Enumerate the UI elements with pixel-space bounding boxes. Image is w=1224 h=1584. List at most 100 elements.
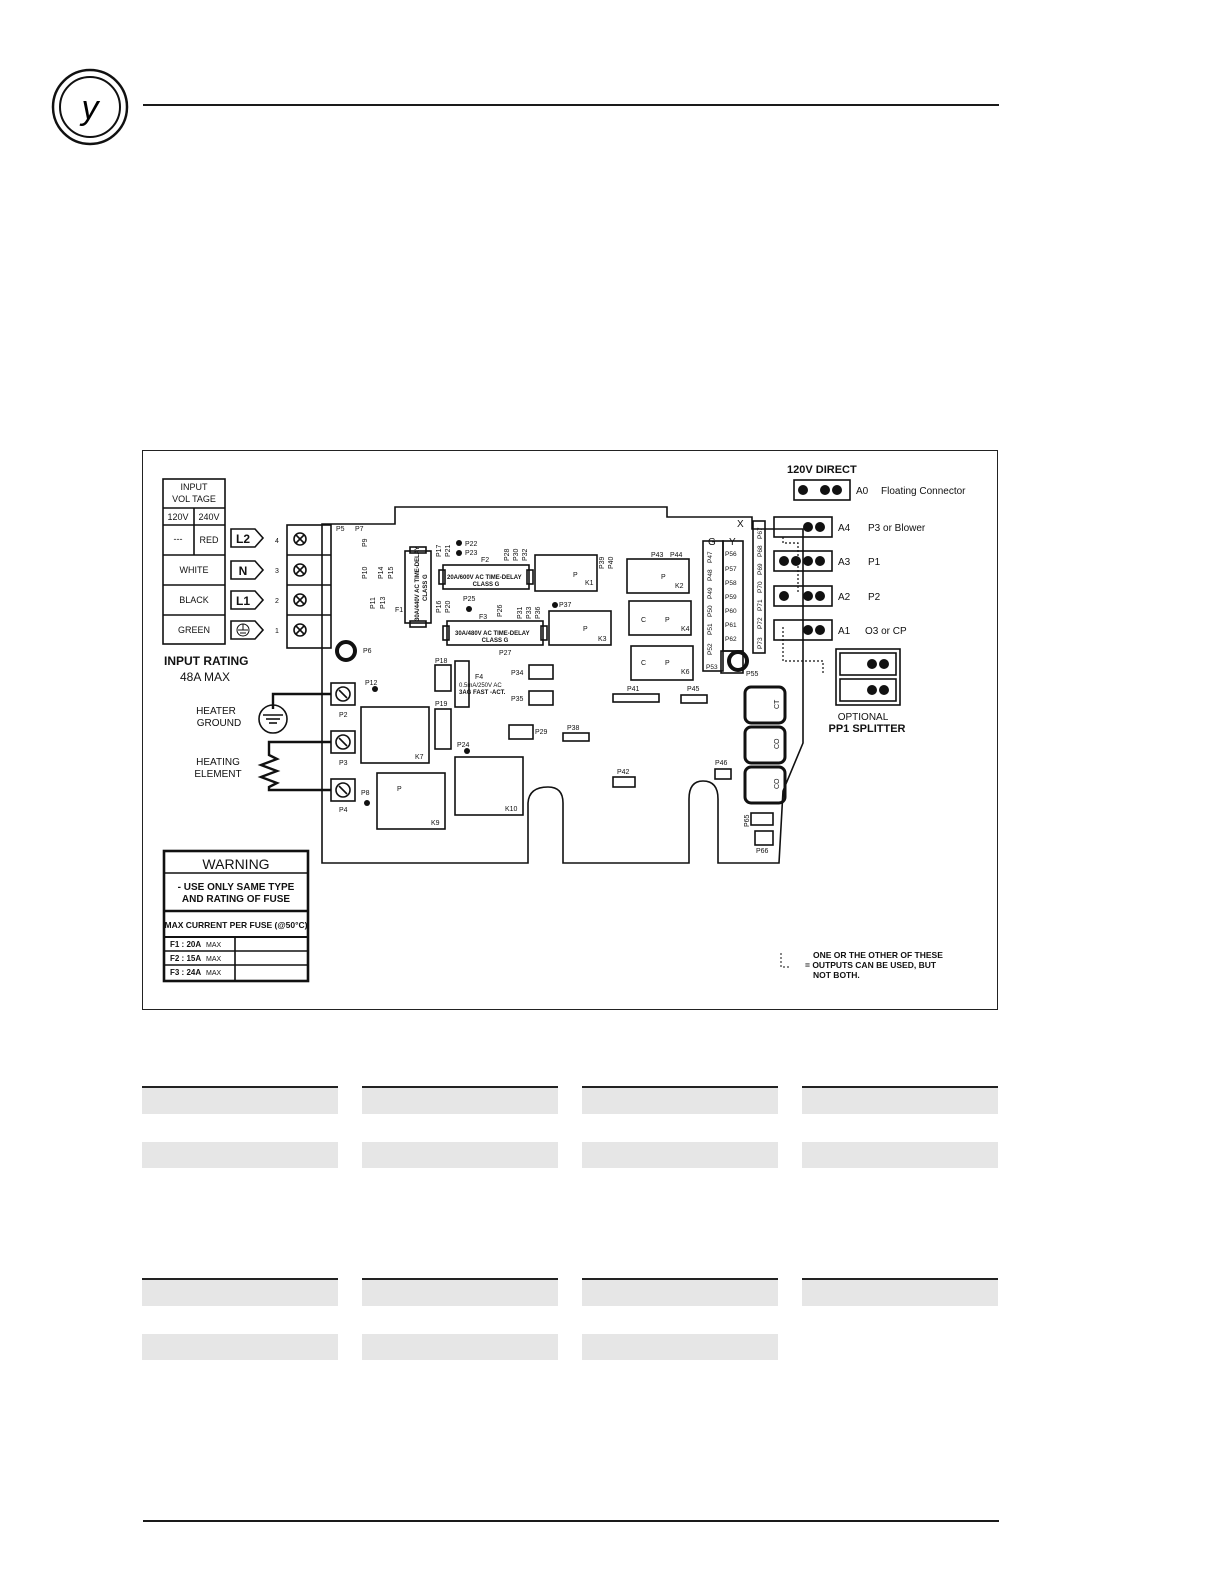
spec-cell (582, 1086, 778, 1114)
input-rating-title: INPUT RATING (164, 654, 248, 668)
label-p19: P19 (435, 701, 448, 708)
fuse-f3-class: CLASS G (482, 638, 509, 644)
label-k4: K4 (681, 626, 690, 633)
label-f4: F4 (475, 674, 483, 681)
splitter-optional: OPTIONAL (838, 712, 889, 723)
brand-logo: y (51, 68, 129, 146)
terminal-num-3: 3 (275, 568, 279, 575)
label-p23: P23 (465, 550, 478, 557)
spec-cell (362, 1086, 558, 1114)
label-p4: P4 (339, 807, 348, 814)
label-p29: P29 (535, 729, 548, 736)
spec-cell (362, 1278, 558, 1306)
note-line-2: = OUTPUTS CAN BE USED, BUT (805, 960, 937, 970)
max-current-title: MAX CURRENT PER FUSE (@50°C) (165, 920, 308, 930)
label-p53: P53 (706, 664, 718, 671)
label-p37: P37 (559, 602, 572, 609)
ground-symbol-icon (236, 623, 250, 637)
label-p57: P57 (725, 566, 737, 573)
label-p36: P36 (535, 606, 542, 619)
fuse-f1-rating: 30A/440V AC TIME-DELAY (415, 546, 421, 621)
label-p11: P11 (370, 597, 377, 609)
label-k4-p: P (665, 617, 670, 624)
label-k3-p: P (583, 626, 588, 633)
label-k6: K6 (681, 669, 690, 676)
spec-cell (582, 1334, 778, 1360)
heating-element-label-2: ELEMENT (194, 769, 241, 780)
fuse-f3-suffix: MAX (206, 970, 222, 977)
output-a0-id: A0 (856, 486, 869, 497)
voltage-col-120: 120V (167, 512, 188, 522)
input-voltage-title-2: VOL TAGE (172, 494, 216, 504)
label-f3: F3 (479, 614, 487, 621)
label-p44: P44 (670, 552, 683, 559)
label-p17: P17 (436, 544, 443, 557)
label-co-2: CO (774, 778, 781, 789)
fuse-f2-label: F2 : 15A (170, 954, 201, 963)
label-f2: F2 (481, 557, 489, 564)
wiring-diagram-svg: INPUT VOL TAGE 120V 240V --- RED WHITE B… (162, 464, 966, 983)
output-a0-desc: Floating Connector (881, 486, 966, 497)
label-p25: P25 (463, 596, 476, 603)
spec-cell (362, 1142, 558, 1168)
label-k1: K1 (585, 580, 594, 587)
label-ct: CT (774, 699, 781, 709)
label-p69: P69 (757, 563, 764, 575)
label-p8: P8 (361, 790, 370, 797)
label-p72: P72 (757, 617, 764, 629)
fuse-f4-type: 3AG FAST -ACT. (459, 690, 506, 696)
label-p51: P51 (707, 623, 714, 635)
fuse-f1-class: CLASS G (423, 574, 429, 601)
heater-ground-label-2: GROUND (197, 718, 241, 729)
label-f1: F1 (395, 607, 403, 614)
input-voltage-title-1: INPUT (181, 482, 209, 492)
label-p66: P66 (756, 848, 769, 855)
label-p70: P70 (757, 581, 764, 593)
warning-line-2: AND RATING OF FUSE (182, 894, 290, 905)
label-p30: P30 (513, 548, 520, 561)
spec-cell (802, 1142, 998, 1168)
label-k9-p: P (397, 786, 402, 793)
spec-cell (362, 1334, 558, 1360)
label-k10: K10 (505, 806, 518, 813)
label-p35: P35 (511, 696, 524, 703)
label-p33: P33 (526, 606, 533, 619)
label-p9: P9 (362, 538, 369, 547)
label-p73: P73 (757, 637, 764, 649)
label-p22: P22 (465, 541, 478, 548)
wire-green: GREEN (178, 625, 210, 635)
spec-cell (802, 1086, 998, 1114)
label-y: Y (729, 537, 736, 548)
label-p65: P65 (744, 814, 751, 827)
warning-line-1: - USE ONLY SAME TYPE (178, 882, 295, 893)
label-p62: P62 (725, 636, 737, 643)
heater-ground-label-1: HEATER (196, 706, 236, 717)
voltage-col-240: 240V (198, 512, 219, 522)
note-line-1: ONE OR THE OTHER OF THESE (813, 950, 943, 960)
wire-120-l2: --- (174, 534, 183, 544)
label-p26: P26 (497, 604, 504, 617)
label-p3: P3 (339, 760, 348, 767)
label-p15: P15 (388, 566, 395, 579)
label-p24: P24 (457, 742, 470, 749)
wiring-diagram: INPUT VOL TAGE 120V 240V --- RED WHITE B… (142, 450, 998, 1010)
label-g: G (708, 537, 716, 548)
output-a2-desc: P2 (868, 592, 881, 603)
fuse-f3-rating: 30A/480V AC TIME-DELAY (455, 631, 530, 637)
label-p48: P48 (707, 569, 714, 581)
label-p12: P12 (365, 680, 378, 687)
output-a4-id: A4 (838, 523, 851, 534)
label-p40: P40 (608, 556, 615, 569)
input-rating-value: 48A MAX (180, 670, 230, 684)
label-k7: K7 (415, 754, 424, 761)
wire-240-l2: RED (199, 535, 219, 545)
spec-cell (142, 1142, 338, 1168)
output-a3-id: A3 (838, 557, 851, 568)
wire-black: BLACK (179, 595, 209, 605)
spec-cell (142, 1086, 338, 1114)
label-k6-p: P (665, 660, 670, 667)
heating-element-label-1: HEATING (196, 757, 240, 768)
fuse-f3-label: F3 : 24A (170, 968, 201, 977)
terminal-num-4: 4 (275, 538, 279, 545)
fuse-f1-suffix: MAX (206, 942, 222, 949)
